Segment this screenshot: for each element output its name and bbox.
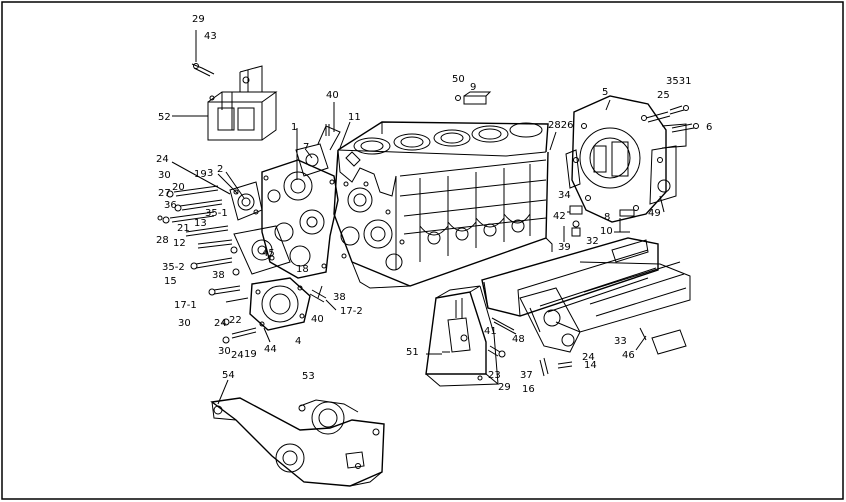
callout-20: 20 [172, 182, 185, 193]
bolts-left-group [157, 185, 257, 344]
callout-4: 4 [295, 336, 301, 347]
callout-36: 36 [164, 200, 177, 211]
engine-mount-bracket-upper [207, 65, 278, 141]
callout-30-a: 30 [158, 170, 171, 181]
callout-35-2: 35-2 [162, 262, 185, 273]
callout-43: 43 [204, 31, 217, 42]
callout-10: 10 [600, 226, 613, 237]
callout-40-top: 40 [326, 90, 339, 101]
callout-24-d: 24 [582, 352, 595, 363]
callout-1: 1 [291, 122, 297, 133]
callout-49: 49 [648, 208, 661, 219]
callout-53: 53 [302, 371, 315, 382]
callout-3531: 3531 [666, 76, 691, 87]
callout-25: 25 [657, 90, 670, 101]
callout-19-a: 19 [194, 169, 207, 180]
callout-19-b: 19 [244, 349, 257, 360]
callout-41: 41 [484, 326, 497, 337]
fittings-34-42-32 [545, 205, 583, 252]
callout-14: 14 [584, 360, 597, 371]
callout-37: 37 [520, 370, 533, 381]
callout-21: 21 [177, 223, 190, 234]
oil-cooler-studs [487, 317, 573, 377]
callout-15: 15 [164, 276, 177, 287]
callout-9: 9 [470, 82, 476, 93]
callout-6: 6 [706, 122, 712, 133]
rear-oil-seal-flange [249, 277, 311, 331]
bolt-40 [309, 124, 330, 303]
callout-17-2: 17-2 [340, 306, 363, 317]
callout-5: 5 [602, 87, 608, 98]
callout-33: 33 [614, 336, 627, 347]
callout-30-c: 30 [218, 346, 231, 357]
callout-8: 8 [604, 212, 610, 223]
callout-48: 48 [512, 334, 525, 345]
front-engine-support [210, 397, 385, 487]
callout-38-a: 38 [212, 270, 225, 281]
callout-7: 7 [303, 142, 309, 153]
front-gear-housing-plate [261, 159, 339, 279]
callout-51: 51 [406, 347, 419, 358]
callout-42: 42 [553, 211, 566, 222]
callout-32: 32 [586, 236, 599, 247]
callout-34: 34 [558, 190, 571, 201]
callout-29-top: 29 [192, 14, 205, 25]
callout-12: 12 [173, 238, 186, 249]
callout-16: 16 [522, 384, 535, 395]
flywheel-housing [565, 95, 667, 223]
cylinder-block [333, 121, 549, 289]
callout-35-1: 35-1 [205, 208, 228, 219]
callout-44: 44 [264, 344, 277, 355]
callout-23: 23 [488, 370, 501, 381]
bolt-29-43 [191, 30, 215, 77]
callout-2826: 2826 [548, 120, 573, 131]
lower-gear-cover [233, 225, 291, 275]
water-outlet-housing [295, 125, 341, 177]
callout-27: 27 [158, 188, 171, 199]
housing-bracket-49 [649, 123, 687, 205]
bolts-right-upper [619, 105, 699, 217]
callout-13: 13 [194, 218, 207, 229]
callout-labels: 29 43 52 50 9 40 11 1 7 24 19 3 2 30 27 … [156, 14, 712, 395]
callout-2: 2 [217, 164, 223, 175]
callout-24-a: 24 [156, 154, 169, 165]
callout-54: 54 [222, 370, 235, 381]
callout-22: 22 [229, 315, 242, 326]
callout-38-b: 38 [333, 292, 346, 303]
leader-lines [171, 99, 665, 405]
callout-39: 39 [558, 242, 571, 253]
callout-11: 11 [348, 112, 361, 123]
bracket-50-9 [455, 91, 492, 105]
callout-24-c: 24 [231, 350, 244, 361]
callout-3: 3 [207, 168, 213, 179]
callout-50: 50 [452, 74, 465, 85]
callout-24-b: 24 [214, 318, 227, 329]
front-cover-small [229, 181, 263, 221]
callout-29-b: 29 [498, 382, 511, 393]
engine-mount-bracket-right [425, 285, 500, 387]
oil-cooler-assembly [481, 237, 691, 355]
callout-18: 18 [296, 264, 309, 275]
callout-40-b: 40 [311, 314, 324, 325]
callout-17-1: 17-1 [174, 300, 197, 311]
callout-28-a: 28 [156, 235, 169, 246]
callout-52: 52 [158, 112, 171, 123]
callout-45: 45 [262, 248, 275, 259]
callout-46: 46 [622, 350, 635, 361]
callout-30-b: 30 [178, 318, 191, 329]
